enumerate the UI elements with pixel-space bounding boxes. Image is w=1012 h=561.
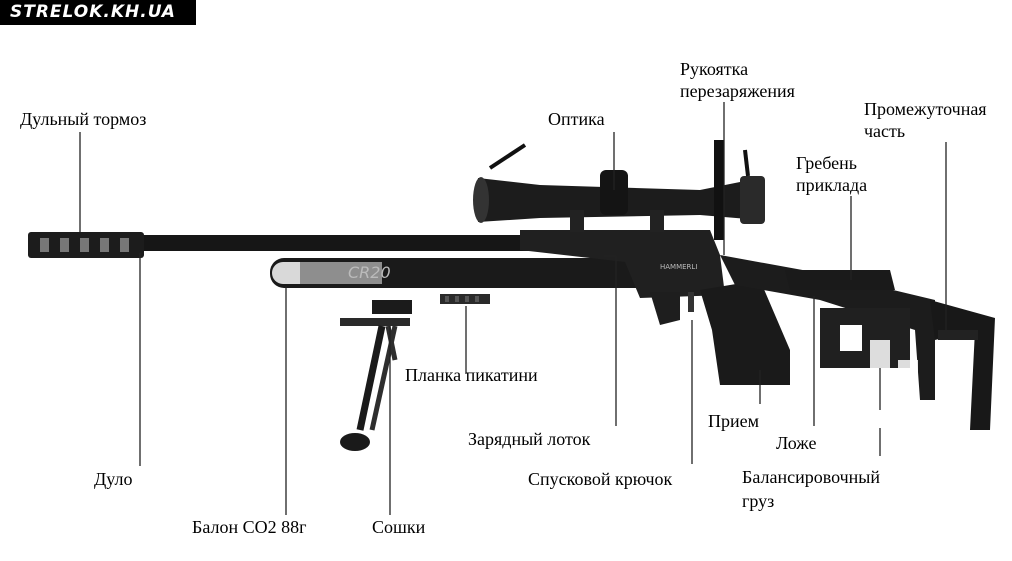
grip-graphic (700, 280, 790, 385)
label-trigger: Спусковой крючок (528, 469, 673, 489)
label-bolt-handle-line1: Рукоятка (680, 59, 749, 79)
label-intermediate-line2: часть (864, 121, 906, 141)
bipod-graphic (340, 300, 412, 451)
label-bolt-handle-line2: перезаряжения (680, 81, 795, 101)
trigger-graphic (688, 292, 694, 312)
co2-tube-graphic (270, 258, 650, 288)
picatinny-graphic (440, 294, 490, 304)
label-balance-line1: Балансировочный (742, 467, 881, 487)
leader-lines (79, 102, 947, 515)
comb-graphic (785, 270, 895, 290)
muzzle-brake-graphic (28, 232, 144, 258)
receiver-graphic (520, 230, 725, 298)
label-loading-tray: Зарядный лоток (468, 429, 591, 449)
label-intermediate-line1: Промежуточная (864, 99, 987, 119)
label-co2: Балон CO2 88г (192, 517, 307, 537)
label-muzzle-brake: Дульный тормоз (20, 109, 147, 129)
barrel-graphic (140, 235, 620, 251)
label-grip: Прием (708, 411, 760, 431)
label-comb-line1: Гребень (796, 153, 858, 173)
label-barrel: Дуло (94, 469, 133, 489)
label-stock: Ложе (776, 433, 817, 453)
butt-plate-graphic (930, 300, 995, 430)
label-balance-line2: груз (742, 491, 775, 511)
trigger-guard-graphic (650, 292, 680, 325)
scope-graphic (473, 143, 765, 232)
rifle-model-mark: CR20 (348, 263, 391, 282)
label-bipod: Сошки (372, 517, 426, 537)
stock-graphic (720, 255, 935, 400)
bolt-handle-graphic (714, 140, 724, 240)
label-comb-line2: приклада (796, 175, 868, 195)
label-picatinny: Планка пикатини (405, 365, 538, 385)
label-scope: Оптика (548, 109, 605, 129)
brand-mark: HAMMERLI (660, 263, 698, 271)
watermark: STRELOK.KH.UA (0, 0, 196, 25)
